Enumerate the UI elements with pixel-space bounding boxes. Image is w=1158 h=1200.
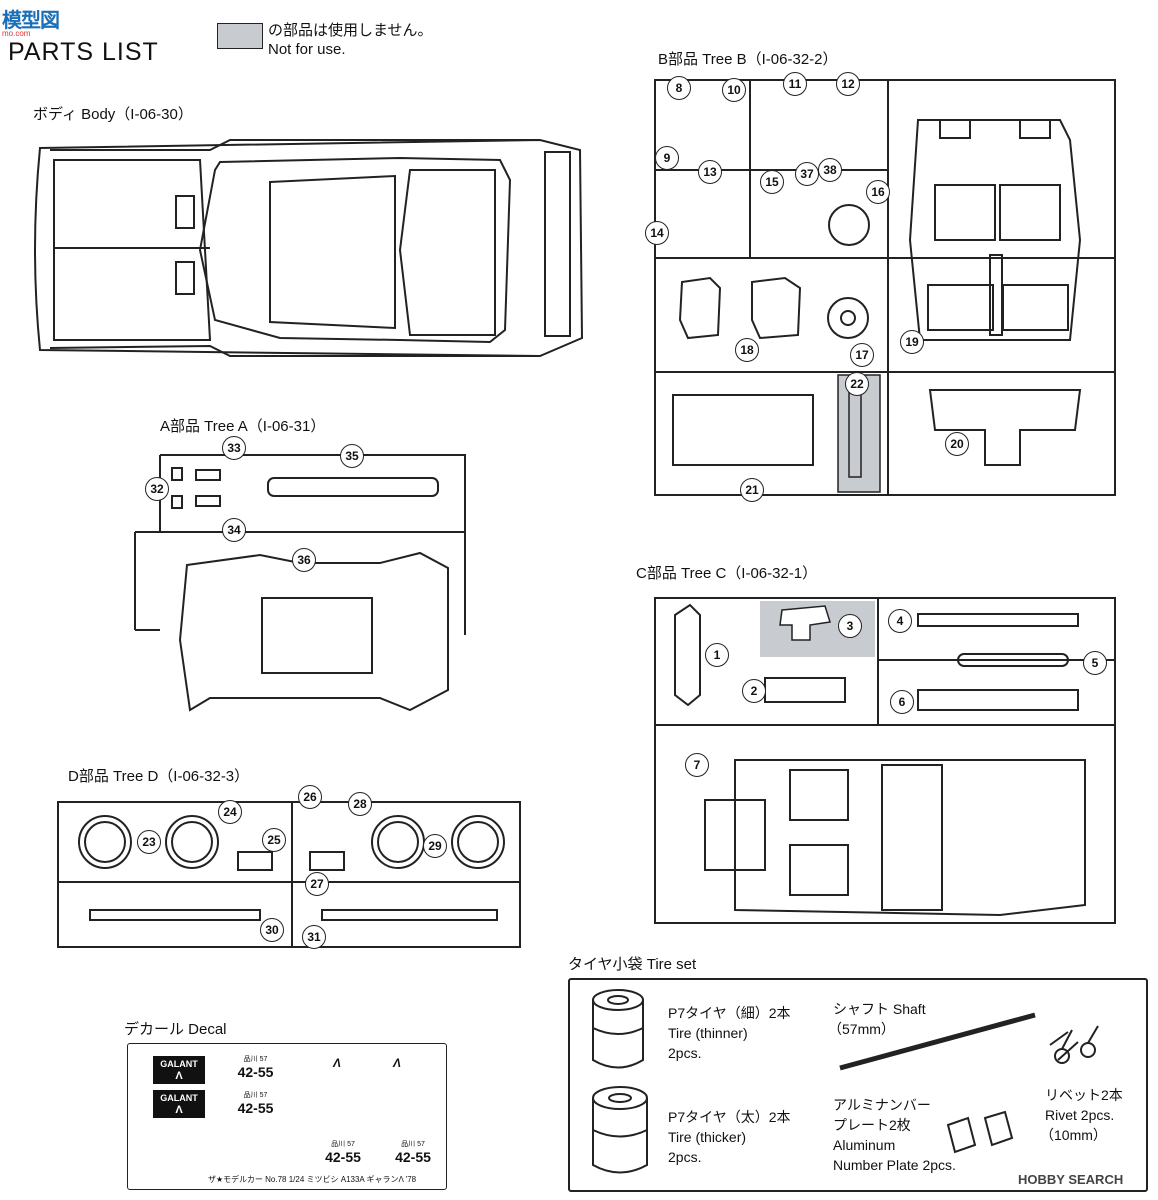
legend-en: Not for use. [268, 41, 346, 58]
decal-plate-4: 品川 57 42-55 [395, 1141, 431, 1165]
part-number-22: 22 [845, 372, 869, 396]
part-number-13: 13 [698, 160, 722, 184]
decal-plate-1: 品川 57 42-55 [237, 1056, 274, 1080]
part-number-33: 33 [222, 436, 246, 460]
decal-plate-3: 品川 57 42-55 [325, 1141, 361, 1165]
part-number-31: 31 [302, 925, 326, 949]
part-number-2: 2 [742, 679, 766, 703]
page-title: PARTS LIST [8, 38, 159, 66]
plate-jp-1: アルミナンバー [833, 1097, 931, 1113]
part-number-14: 14 [645, 221, 669, 245]
decal-lambda-script-1: Λ [333, 1056, 342, 1070]
rivet-en: Rivet 2pcs. [1045, 1107, 1115, 1123]
tire-set-header: タイヤ小袋 Tire set [568, 956, 697, 973]
part-number-1: 1 [705, 643, 729, 667]
tire-thin-jp: P7タイヤ（細）2本 [668, 1005, 791, 1021]
tire-thin-qty: 2pcs. [668, 1045, 702, 1061]
shaft-length: （57mm） [828, 1021, 895, 1037]
rivet-jp: リベット2本 [1045, 1087, 1123, 1103]
part-number-5: 5 [1083, 651, 1107, 675]
part-number-6: 6 [890, 690, 914, 714]
tire-thin-en: Tire (thinner) [668, 1025, 748, 1041]
part-number-19: 19 [900, 330, 924, 354]
part-number-12: 12 [836, 72, 860, 96]
part-number-23: 23 [137, 830, 161, 854]
part-number-25: 25 [262, 828, 286, 852]
part-number-27: 27 [305, 872, 329, 896]
part-number-8: 8 [667, 76, 691, 100]
decal-plate-2: 品川 57 42-55 [237, 1092, 274, 1116]
part-number-38: 38 [818, 158, 842, 182]
part-number-15: 15 [760, 170, 784, 194]
rivet-length: （10mm） [1040, 1127, 1107, 1143]
part-number-17: 17 [850, 343, 874, 367]
part-number-37: 37 [795, 162, 819, 186]
part-number-35: 35 [340, 444, 364, 468]
decal-footer: ザ★モデルカー No.78 1/24 ミツビシ A133A ギャランΛ '78 [208, 1175, 417, 1184]
tree-d-header: D部品 Tree D（I-06-32-3） [68, 768, 250, 785]
tree-a-header: A部品 Tree A（I-06-31） [160, 418, 326, 435]
decal-galant-logo-1: GALANT Λ [153, 1056, 205, 1084]
decal-header: デカール Decal [124, 1021, 227, 1038]
decal-lambda-script-2: Λ [393, 1056, 402, 1070]
plate-en-1: Aluminum [833, 1137, 896, 1153]
part-number-7: 7 [685, 753, 709, 777]
site-logo: 模型図 mo.com [2, 4, 90, 38]
hobby-search-watermark: HOBBY SEARCH [1018, 1172, 1124, 1187]
part-number-20: 20 [945, 432, 969, 456]
part-number-36: 36 [292, 548, 316, 572]
part-number-3: 3 [838, 614, 862, 638]
part-number-21: 21 [740, 478, 764, 502]
part-number-16: 16 [866, 180, 890, 204]
part-number-18: 18 [735, 338, 759, 362]
plate-jp-2: プレート2枚 [833, 1117, 911, 1133]
logo-text: 模型図 [2, 10, 60, 32]
part-number-32: 32 [145, 477, 169, 501]
tire-set-box [568, 978, 1148, 1192]
plate-en-2: Number Plate 2pcs. [833, 1157, 956, 1173]
part-number-28: 28 [348, 792, 372, 816]
part-number-26: 26 [298, 785, 322, 809]
part-number-9: 9 [655, 146, 679, 170]
logo-subtext: mo.com [2, 29, 31, 38]
tire-thick-qty: 2pcs. [668, 1149, 702, 1165]
decal-sheet: GALANT Λ GALANT Λ 品川 57 42-55 品川 57 42-5… [127, 1043, 447, 1190]
part-number-34: 34 [222, 518, 246, 542]
legend-jp: の部品は使用しません。 [268, 22, 433, 39]
not-for-use-swatch [217, 23, 263, 49]
part-number-11: 11 [783, 72, 807, 96]
tree-c-header: C部品 Tree C（I-06-32-1） [636, 565, 818, 582]
part-number-24: 24 [218, 800, 242, 824]
tire-thick-jp: P7タイヤ（太）2本 [668, 1109, 791, 1125]
part-number-29: 29 [423, 834, 447, 858]
part-number-10: 10 [722, 78, 746, 102]
body-header: ボディ Body（I-06-30） [33, 106, 193, 123]
shaft-label: シャフト Shaft [833, 1001, 926, 1017]
part-number-4: 4 [888, 609, 912, 633]
decal-galant-logo-2: GALANT Λ [153, 1090, 205, 1118]
tree-b-header: B部品 Tree B（I-06-32-2） [658, 51, 838, 68]
part-number-30: 30 [260, 918, 284, 942]
tire-thick-en: Tire (thicker) [668, 1129, 747, 1145]
